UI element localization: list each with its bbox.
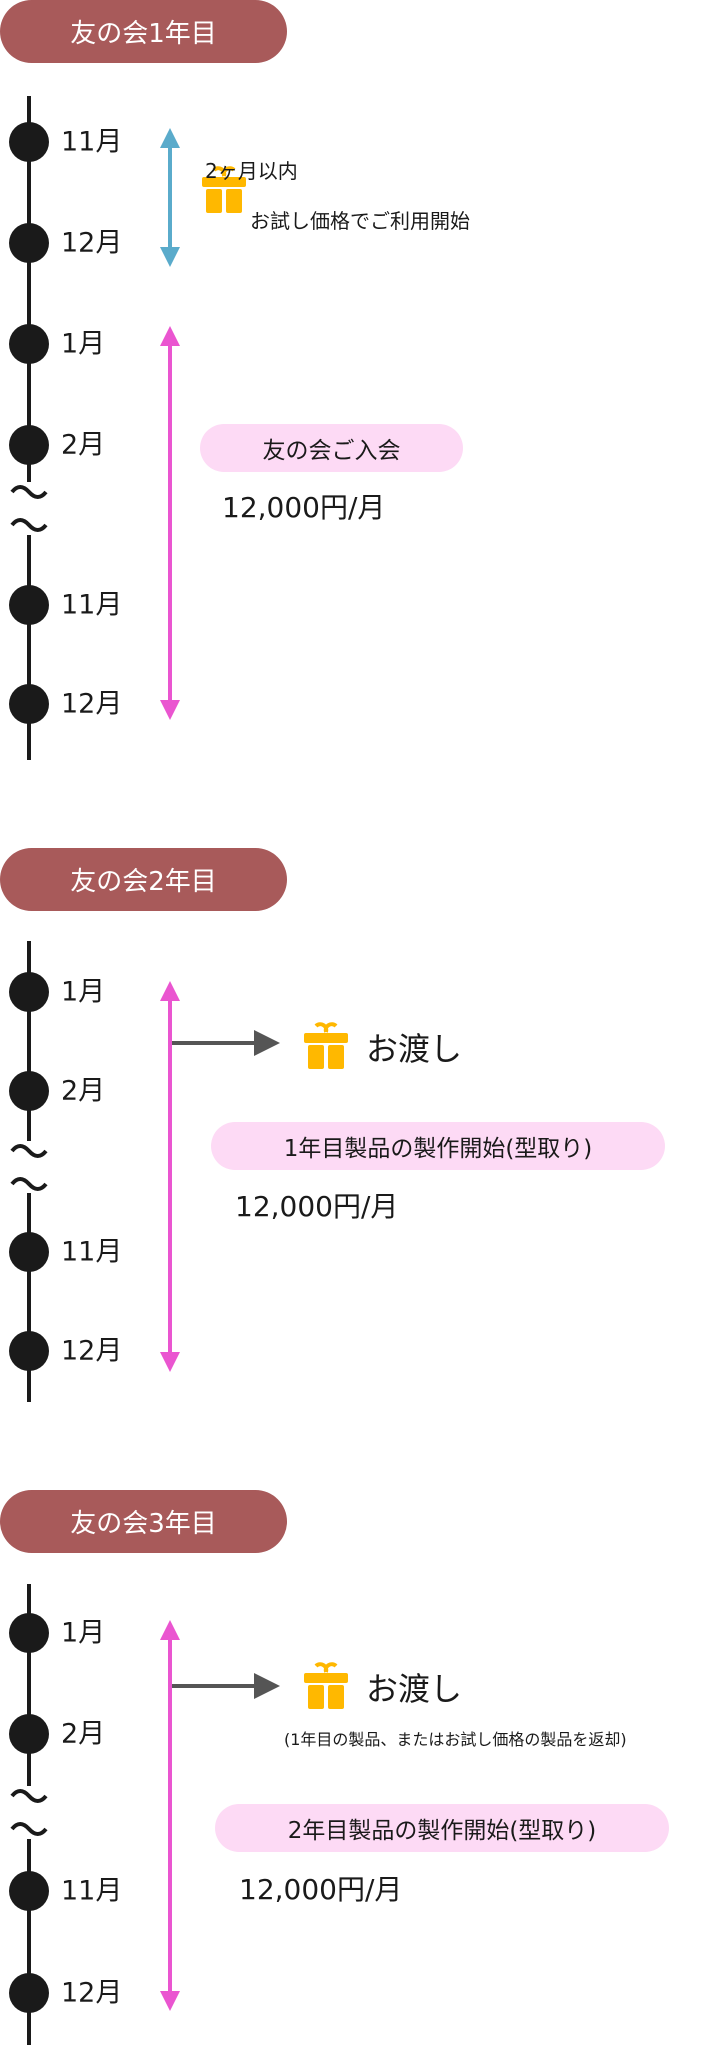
timeline-dot — [9, 1871, 49, 1911]
break-squiggle-icon — [10, 1144, 48, 1191]
month-label: 11月 — [61, 1875, 123, 1907]
timeline-dot — [9, 585, 49, 625]
month-label: 2月 — [61, 1075, 106, 1107]
handover-text: お渡し — [366, 1670, 463, 1708]
pink-double-arrow — [160, 326, 180, 720]
year2-timeline — [9, 941, 350, 1402]
timeline-dot — [9, 1613, 49, 1653]
month-label: 11月 — [61, 1236, 123, 1268]
break-squiggle-icon — [10, 1789, 48, 1836]
timeline-dot — [9, 1331, 49, 1371]
trial-text: お試し価格でご利用開始 — [250, 209, 470, 233]
timeline-dot — [9, 1714, 49, 1754]
timeline-dot — [9, 223, 49, 263]
pink-double-arrow — [160, 981, 180, 1372]
gift-icon — [302, 1662, 350, 1711]
month-label: 1月 — [61, 328, 106, 360]
handover-text: お渡し — [366, 1030, 463, 1068]
year2-title: 友の会2年目 — [0, 848, 287, 911]
year1-timeline — [9, 96, 248, 760]
year3-timeline — [9, 1584, 350, 2045]
production-badge: 2年目製品の製作開始(型取り) — [215, 1804, 669, 1852]
grey-arrow — [172, 1673, 280, 1699]
timeline-dot — [9, 1973, 49, 2013]
month-label: 12月 — [61, 227, 123, 259]
month-label: 11月 — [61, 589, 123, 621]
handover-note: (1年目の製品、またはお試し価格の製品を返却) — [284, 1730, 627, 1749]
blue-double-arrow — [160, 128, 180, 267]
month-label: 12月 — [61, 688, 123, 720]
grey-arrow — [172, 1030, 280, 1056]
month-label: 1月 — [61, 976, 106, 1008]
timeline-dot — [9, 684, 49, 724]
year1-title: 友の会1年目 — [0, 0, 287, 63]
break-squiggle-icon — [10, 485, 48, 532]
timeline-dot — [9, 1071, 49, 1111]
month-label: 1月 — [61, 1617, 106, 1649]
monthly-price: 12,000円/月 — [235, 1190, 399, 1223]
timeline-dot — [9, 122, 49, 162]
monthly-price: 12,000円/月 — [222, 491, 386, 524]
timeline-dot — [9, 1232, 49, 1272]
join-badge: 友の会ご入会 — [200, 424, 463, 472]
monthly-price: 12,000円/月 — [239, 1873, 403, 1906]
month-label: 12月 — [61, 1977, 123, 2009]
timeline-dot — [9, 324, 49, 364]
month-label: 12月 — [61, 1335, 123, 1367]
gift-icon — [302, 1022, 350, 1071]
production-badge: 1年目製品の製作開始(型取り) — [211, 1122, 665, 1170]
timeline-dot — [9, 972, 49, 1012]
timeline-dot — [9, 425, 49, 465]
pink-double-arrow — [160, 1620, 180, 2011]
year3-title: 友の会3年目 — [0, 1490, 287, 1553]
month-label: 2月 — [61, 429, 106, 461]
month-label: 2月 — [61, 1718, 106, 1750]
trial-period: 2ヶ月以内 — [205, 159, 298, 183]
month-label: 11月 — [61, 126, 123, 158]
